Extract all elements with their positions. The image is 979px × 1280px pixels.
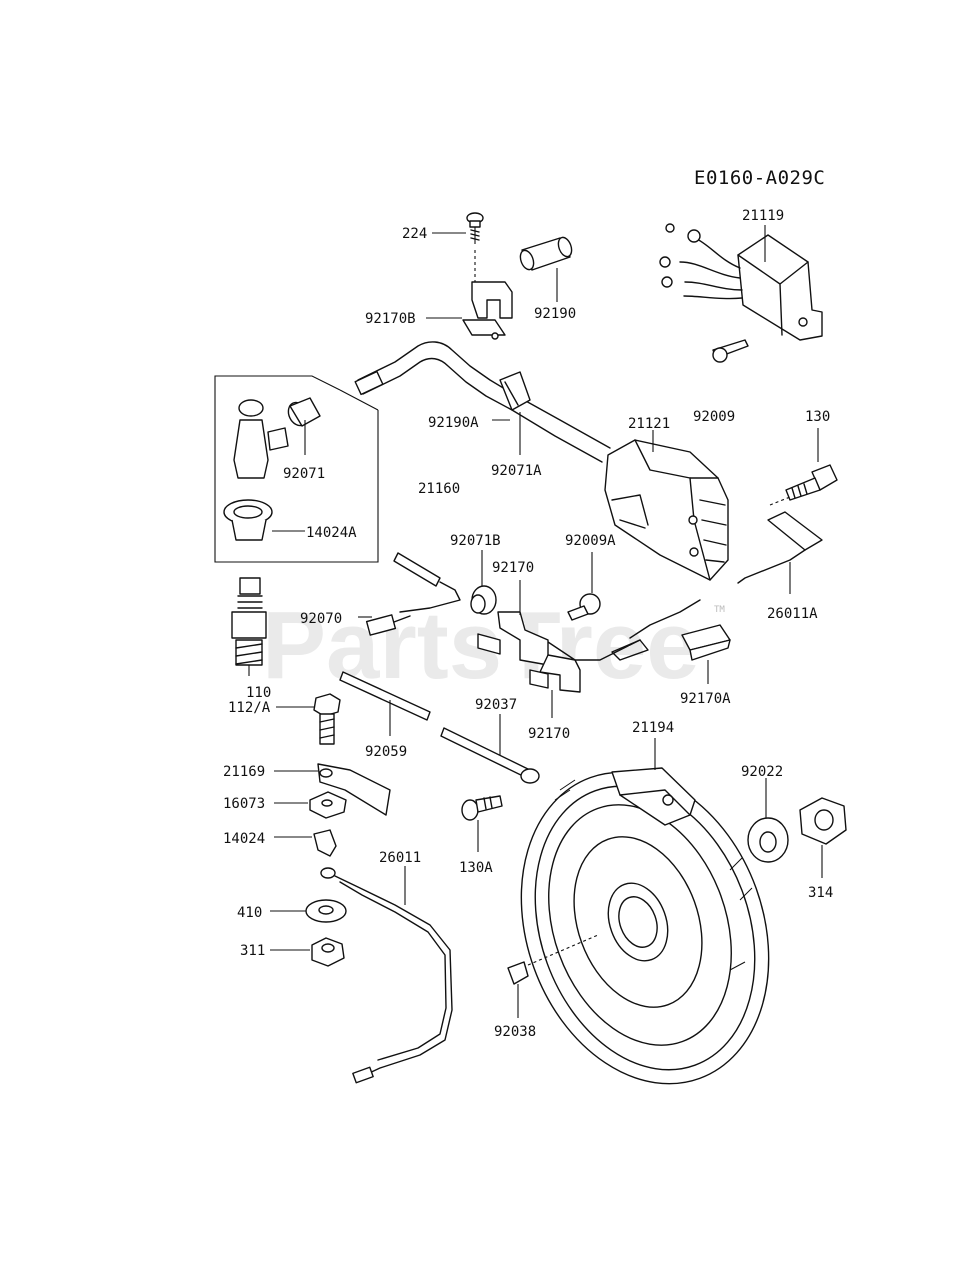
part-16073-nut[interactable] [309, 791, 347, 819]
part-21194-flywheel[interactable] [479, 737, 810, 1118]
part-92190-tube[interactable] [518, 236, 574, 272]
callout-92071: 92071 [283, 466, 325, 482]
callout-26011A: 26011A [767, 606, 818, 622]
part-21160-high-tension-lead[interactable] [354, 341, 611, 463]
callout-224: 224 [402, 226, 427, 242]
callout-92190: 92190 [534, 306, 576, 322]
part-92037-link-rod[interactable] [440, 727, 540, 784]
part-21121-ignition-coil[interactable] [604, 439, 729, 581]
part-92170A-clip[interactable] [611, 624, 731, 661]
part-112A-bolt[interactable] [313, 693, 341, 745]
callout-92059: 92059 [365, 744, 407, 760]
callout-21160: 21160 [418, 481, 460, 497]
part-410-washer[interactable] [305, 899, 347, 923]
callout-21169: 21169 [223, 764, 265, 780]
callout-21119: 21119 [742, 208, 784, 224]
part-14024-cap[interactable] [313, 829, 337, 857]
callout-16073: 16073 [223, 796, 265, 812]
part-110-spark-plug[interactable] [231, 577, 267, 676]
callout-92071B: 92071B [450, 533, 501, 549]
callout-92170A: 92170A [680, 691, 731, 707]
inset-frame [214, 375, 379, 563]
callout-92009: 92009 [693, 409, 735, 425]
callout-92037: 92037 [475, 697, 517, 713]
callout-130: 130 [805, 409, 830, 425]
callout-92190A: 92190A [428, 415, 479, 431]
callout-112A: 112/A [228, 700, 271, 716]
part-26011A-ground-lead[interactable] [544, 511, 823, 661]
callout-92170-upper: 92170 [492, 560, 534, 576]
callout-92009A: 92009A [565, 533, 616, 549]
callout-14024A: 14024A [306, 525, 357, 541]
callout-130A: 130A [459, 860, 493, 876]
part-92009A-screw[interactable] [567, 593, 601, 621]
callout-410: 410 [237, 905, 262, 921]
part-130A-bolt[interactable] [461, 795, 503, 821]
callout-21121: 21121 [628, 416, 670, 432]
part-26011-ground-wire[interactable] [320, 867, 453, 1084]
part-224-screw[interactable] [466, 212, 484, 244]
callout-110: 110 [246, 685, 271, 701]
part-92170B-clamp[interactable] [462, 250, 513, 340]
part-130-bolt[interactable] [785, 464, 838, 501]
part-92170-bracket-lower[interactable] [529, 654, 581, 693]
callout-92038: 92038 [494, 1024, 536, 1040]
part-311-nut[interactable] [311, 937, 345, 967]
callout-92071A: 92071A [491, 463, 542, 479]
part-92022-washer[interactable] [747, 817, 789, 863]
part-92059-rod[interactable] [339, 671, 431, 721]
watermark-trademark: TM [714, 605, 725, 615]
callout-21194: 21194 [632, 720, 674, 736]
part-92038-woodruff-key[interactable] [507, 934, 599, 985]
part-14024A-spark-plug-cover[interactable] [223, 499, 273, 541]
callout-92022: 92022 [741, 764, 783, 780]
part-92071B-grommet[interactable] [470, 585, 497, 615]
callout-311: 311 [240, 943, 265, 959]
callout-14024: 14024 [223, 831, 265, 847]
part-92070-terminal-wire[interactable] [365, 552, 461, 636]
part-92071-plug-cap-boot[interactable] [233, 397, 321, 479]
part-21119-control-unit[interactable] [659, 223, 823, 363]
callout-92070: 92070 [300, 611, 342, 627]
callout-92170-lower: 92170 [528, 726, 570, 742]
callout-314: 314 [808, 885, 833, 901]
callout-26011: 26011 [379, 850, 421, 866]
part-314-nut[interactable] [799, 797, 847, 845]
diagram-code: E0160-A029C [694, 167, 825, 189]
callout-92170B: 92170B [365, 311, 416, 327]
part-21169-armature-plate[interactable] [317, 763, 391, 816]
